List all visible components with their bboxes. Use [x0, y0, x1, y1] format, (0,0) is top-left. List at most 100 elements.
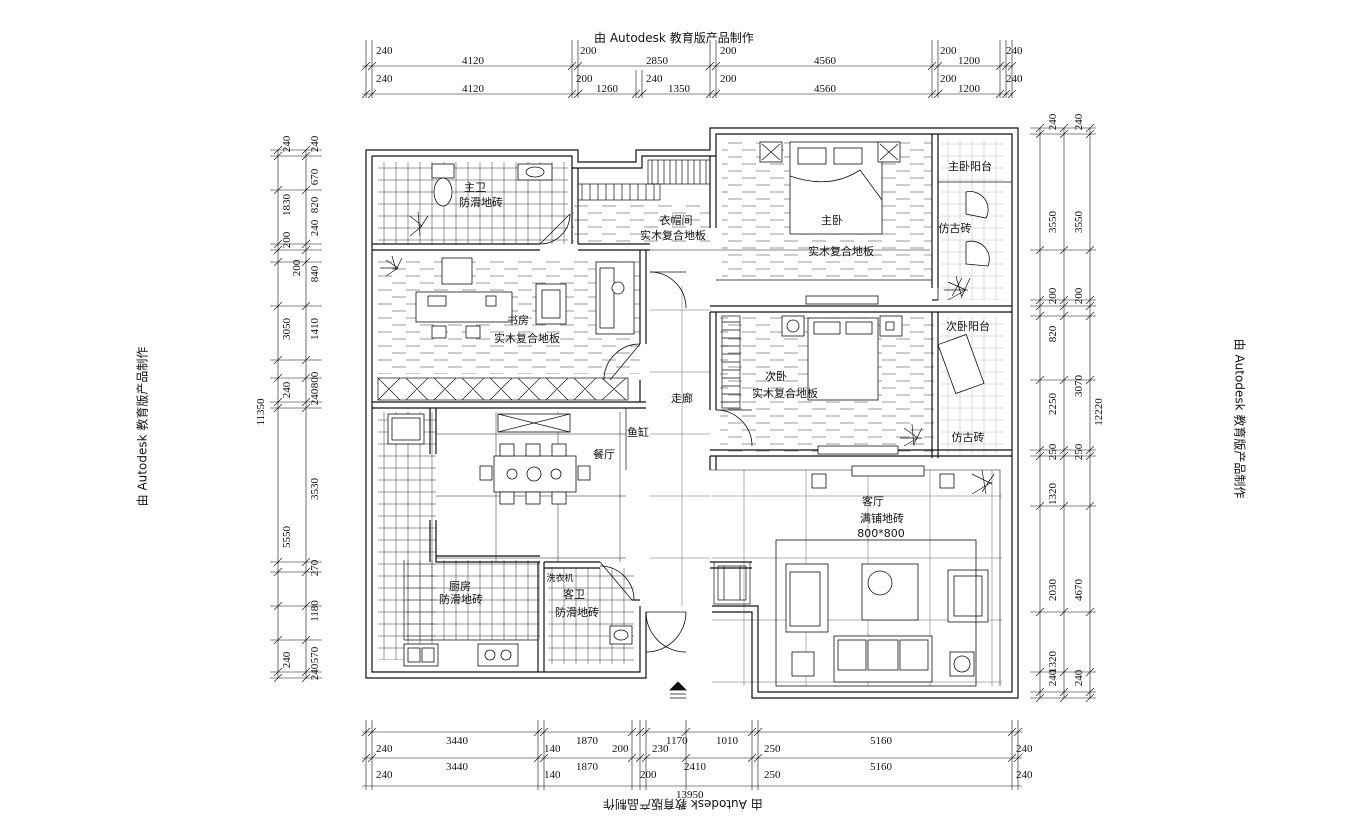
- label-master-bath: 主卫: [464, 181, 486, 194]
- dim-text: 240: [1016, 743, 1033, 755]
- dim-tick: [1035, 693, 1045, 703]
- dim-tick: [273, 667, 283, 677]
- dim-text: 240: [1006, 45, 1023, 57]
- dim-text: 1200: [958, 83, 981, 95]
- dim-text: 270: [309, 559, 321, 576]
- dim-text: 200: [580, 45, 597, 57]
- dim-tick: [273, 301, 283, 311]
- label-study-floor: 实木复合地板: [494, 331, 560, 345]
- dim-text: 4670: [1073, 579, 1085, 602]
- dim-tick: [301, 151, 311, 161]
- dim-text: 820: [1047, 325, 1059, 342]
- dim-text: 3550: [1047, 211, 1059, 234]
- dim-tick: [1059, 451, 1069, 461]
- dim-text: 1320: [1047, 483, 1059, 506]
- dim-tick: [1035, 311, 1045, 321]
- dim-tick: [301, 403, 311, 413]
- dim-text: 2250: [1047, 393, 1059, 416]
- dim-tick: [273, 397, 283, 407]
- dim-tick: [301, 601, 311, 611]
- dim-text: 200: [940, 45, 957, 57]
- label-laundry: 洗衣机: [546, 572, 573, 584]
- study-armchair: [441, 257, 473, 285]
- dim-tick: [367, 61, 377, 71]
- dim-tick: [747, 753, 757, 763]
- dim-tick: [641, 727, 651, 737]
- dim-tick: [1035, 301, 1045, 311]
- watermark-top: 由 Autodesk 教育版产品制作: [594, 31, 754, 45]
- dim-tick: [1059, 375, 1069, 385]
- dim-tick: [627, 727, 637, 737]
- dim-tick: [273, 239, 283, 249]
- coffee-table: [861, 563, 919, 621]
- walls: [365, 127, 1019, 699]
- tv-cabinet: [851, 465, 925, 477]
- dim-tick: [631, 89, 641, 99]
- toilet-bowl: [433, 177, 453, 207]
- dim-tick: [1085, 245, 1095, 255]
- dim-tick: [933, 61, 943, 71]
- label-kitchen: 厨房: [449, 580, 471, 593]
- dim-text: 2030: [1047, 579, 1059, 602]
- dim-tick: [533, 753, 543, 763]
- label-master-balcony-floor: 仿古砖: [939, 221, 972, 235]
- label-living-size: 800*800: [857, 527, 905, 540]
- dim-tick: [1007, 727, 1017, 737]
- dim-tick: [705, 89, 715, 99]
- dim-tick: [1085, 687, 1095, 697]
- dim-text: 240: [1016, 769, 1033, 781]
- dim-text: 200: [720, 45, 737, 57]
- dim-text: 200: [612, 743, 629, 755]
- dim-text: 250: [1047, 443, 1059, 460]
- dim-tick: [1085, 693, 1095, 703]
- dim-tick: [1059, 129, 1069, 139]
- dim-tick: [1035, 375, 1045, 385]
- dim-text: 240: [281, 381, 293, 398]
- label-master-bath-floor: 防滑地砖: [459, 195, 503, 209]
- dim-text: 240: [376, 73, 393, 85]
- dim-text: 1410: [309, 318, 321, 341]
- dim-tick: [273, 635, 283, 645]
- dim-tick: [1085, 607, 1095, 617]
- dim-text: 1830: [281, 194, 293, 217]
- dim-tick: [1035, 445, 1045, 455]
- dim-tick: [1085, 667, 1095, 677]
- stove: [477, 643, 519, 667]
- label-master-balcony: 主卧阳台: [948, 159, 992, 173]
- dim-tick: [1059, 245, 1069, 255]
- dim-tick: [301, 301, 311, 311]
- dim-text: 200: [281, 231, 293, 248]
- dim-tick: [1059, 501, 1069, 511]
- dim-tick: [301, 635, 311, 645]
- dim-tick: [1085, 445, 1095, 455]
- label-closet-floor: 实木复合地板: [640, 228, 706, 242]
- dim-text: 250: [764, 769, 781, 781]
- dim-text: 1170: [666, 735, 688, 747]
- dim-tick: [635, 753, 645, 763]
- dim-text: 4560: [814, 55, 837, 67]
- dim-text: 820: [309, 196, 321, 213]
- dim-tick: [1001, 89, 1011, 99]
- dim-tick: [1059, 687, 1069, 697]
- dim-text: 240: [1006, 73, 1023, 85]
- dim-tick: [627, 753, 637, 763]
- dim-text: 250: [764, 743, 781, 755]
- dim-tick: [301, 355, 311, 365]
- dim-tick: [573, 89, 583, 99]
- dim-text: 140: [544, 769, 561, 781]
- label-dining: 餐厅: [593, 447, 615, 461]
- dim-text: 1350: [668, 83, 691, 95]
- dim-tick: [1035, 687, 1045, 697]
- dim-text: 240: [646, 73, 663, 85]
- dim-tick: [1059, 445, 1069, 455]
- dim-tick: [705, 61, 715, 71]
- dim-tick: [273, 601, 283, 611]
- dim-text: 2410: [684, 761, 707, 773]
- dim-tick: [301, 397, 311, 407]
- dim-tick: [747, 727, 757, 737]
- lounge-chair: [937, 333, 985, 395]
- dim-text: 200: [291, 259, 303, 276]
- second-tv-cabinet: [817, 445, 899, 455]
- label-living: 客厅: [862, 494, 884, 508]
- dim-text: 240: [1047, 113, 1059, 130]
